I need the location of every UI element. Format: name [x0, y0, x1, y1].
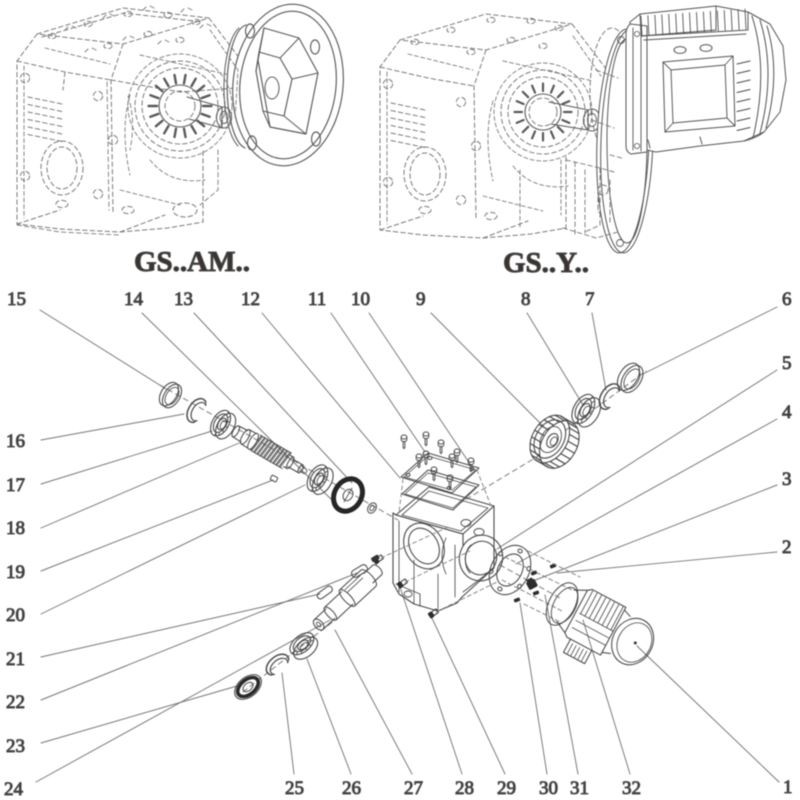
svg-text:26: 26 — [342, 778, 361, 799]
svg-text:7: 7 — [585, 289, 595, 310]
svg-text:21: 21 — [6, 649, 25, 670]
svg-text:8: 8 — [521, 289, 531, 310]
svg-text:24: 24 — [4, 779, 24, 800]
svg-text:19: 19 — [6, 562, 25, 583]
svg-text:28: 28 — [455, 778, 474, 799]
svg-text:2: 2 — [782, 537, 792, 558]
svg-text:18: 18 — [6, 518, 25, 539]
svg-text:30: 30 — [539, 778, 558, 799]
svg-text:29: 29 — [497, 778, 516, 799]
svg-text:10: 10 — [351, 289, 370, 310]
svg-text:23: 23 — [6, 736, 25, 757]
svg-text:9: 9 — [416, 289, 426, 310]
svg-text:13: 13 — [174, 289, 193, 310]
svg-text:4: 4 — [782, 402, 792, 423]
svg-text:GS..AM..: GS..AM.. — [134, 246, 250, 278]
svg-text:25: 25 — [285, 778, 304, 799]
svg-text:27: 27 — [404, 778, 423, 799]
svg-text:6: 6 — [782, 289, 792, 310]
svg-text:22: 22 — [6, 692, 25, 713]
svg-text:15: 15 — [7, 289, 26, 310]
svg-text:12: 12 — [241, 289, 260, 310]
svg-text:17: 17 — [6, 475, 25, 496]
svg-text:14: 14 — [124, 289, 144, 310]
svg-text:31: 31 — [570, 778, 589, 799]
svg-text:1: 1 — [783, 777, 793, 798]
svg-text:GS..Y..: GS..Y.. — [503, 247, 589, 279]
svg-text:20: 20 — [6, 605, 25, 626]
svg-text:16: 16 — [6, 431, 25, 452]
svg-text:32: 32 — [622, 778, 641, 799]
svg-text:5: 5 — [782, 353, 792, 374]
svg-text:11: 11 — [308, 289, 326, 310]
svg-text:3: 3 — [782, 469, 792, 490]
